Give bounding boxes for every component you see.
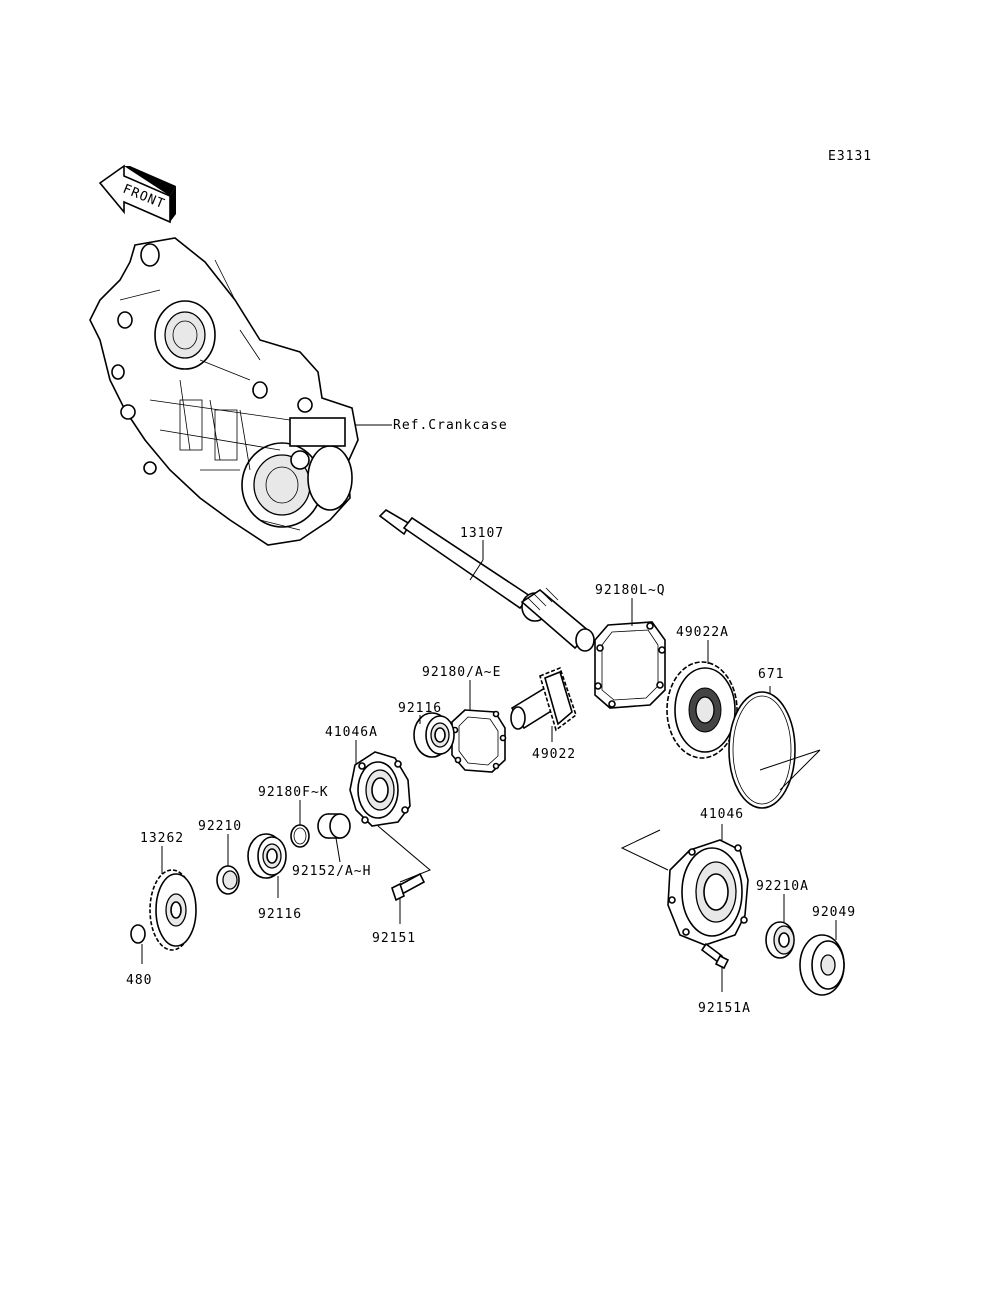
label-41046A: 41046A [325,725,378,740]
gear-49022A [666,661,738,759]
gear-49022 [510,666,577,732]
gasket-92180LQ [594,621,666,709]
shaft-13107 [378,508,595,652]
label-92180FK: 92180F~K [258,785,329,800]
bolt-92151A [700,942,730,970]
circlip-480 [130,924,146,944]
bearing-92116-top [413,712,455,758]
gear-13262 [149,869,197,951]
bolt-92151 [391,872,426,902]
label-92049: 92049 [812,905,856,920]
label-92151: 92151 [372,931,416,946]
ring-92180FK [290,824,310,848]
seal-92210A [765,921,795,959]
gasket-92180AE [451,709,507,773]
label-92152AH: 92152/A~H [292,864,371,879]
label-49022: 49022 [532,747,576,762]
label-92210A: 92210A [756,879,809,894]
bushing-92152AH [317,813,351,839]
label-92116-top: 92116 [398,701,442,716]
crankcase-drawing [89,237,359,546]
label-92116-bottom: 92116 [258,907,302,922]
label-480: 480 [126,973,152,988]
label-92151A: 92151A [698,1001,751,1016]
label-671: 671 [758,667,784,682]
housing-41046A [349,751,411,827]
label-92180LQ: 92180L~Q [595,583,666,598]
diagram-code: E3131 [828,149,872,164]
washer-92049 [799,934,845,996]
housing-41046 [667,839,749,946]
label-92180AE: 92180/A~E [422,665,501,680]
label-49022A: 49022A [676,625,729,640]
label-41046: 41046 [700,807,744,822]
label-13262: 13262 [140,831,184,846]
label-ref-crankcase: Ref.Crankcase [393,418,508,433]
front-arrow-icon: FRONT [98,164,176,224]
seal-92210 [216,865,240,895]
oring-671 [728,691,796,809]
label-92210: 92210 [198,819,242,834]
label-13107: 13107 [460,526,504,541]
bearing-92116-bottom [247,833,287,879]
